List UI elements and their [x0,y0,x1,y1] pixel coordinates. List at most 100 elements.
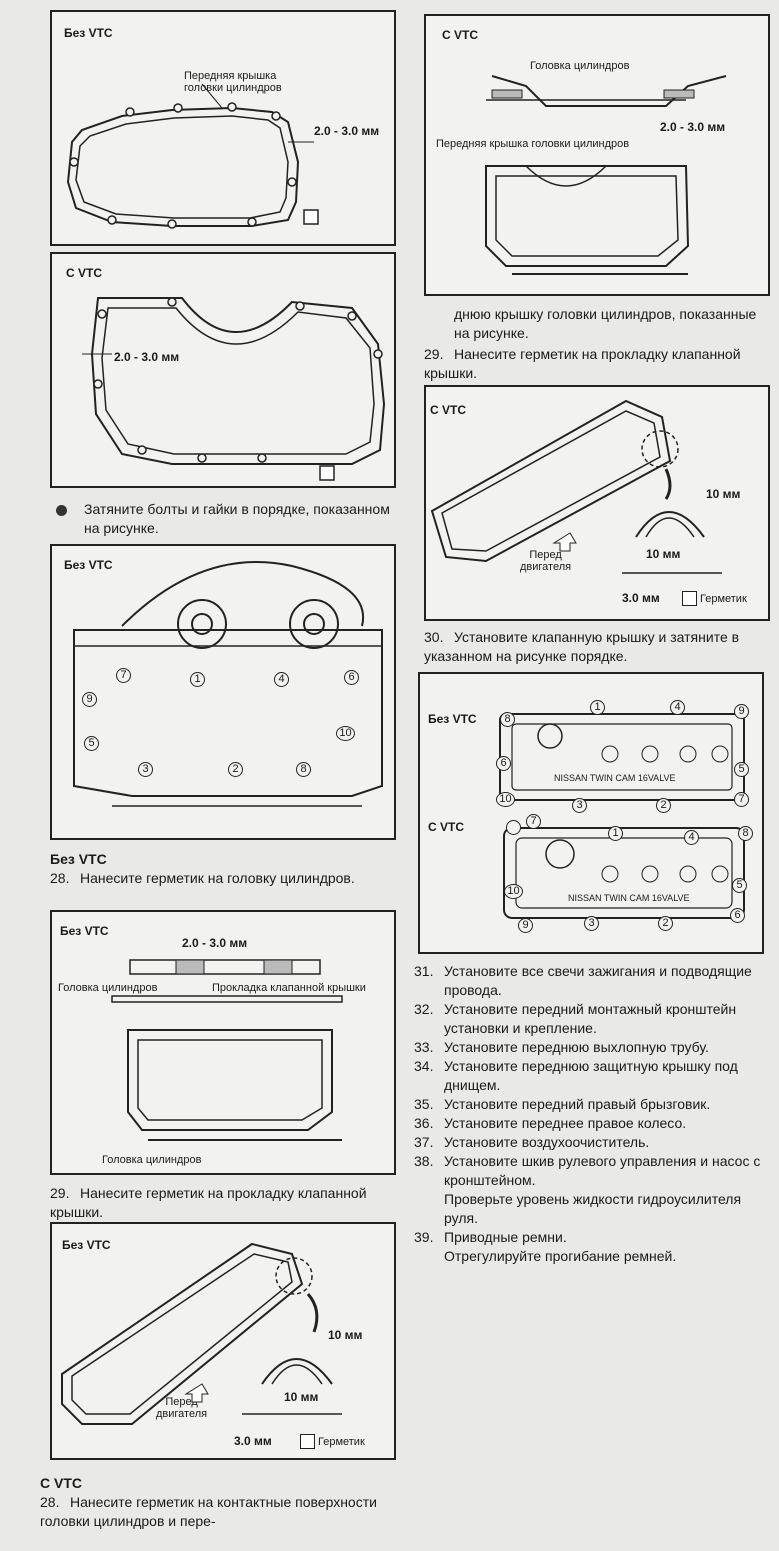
step-number: 39. [414,1229,434,1245]
step-text: Проверьте уровень жидкости гидроусилител… [444,1191,742,1226]
bolt-number: 7 [116,668,131,683]
head-section-drawing [111,959,343,1141]
front-label: Перед двигателя [520,549,572,573]
step-number: 29. [50,1185,70,1201]
step-number: 28. [40,1494,60,1510]
figure-bolt-order-no-vtc: Без VTC 7 1 4 6 9 5 10 3 2 8 [50,544,396,840]
bolt-number: 2 [656,798,671,813]
bolt-number: 2 [658,916,673,931]
valve-cover-drawing [499,713,745,919]
gasket-callout: Прокладка клапанной крышки [212,982,366,994]
gasket-drawing [61,1242,342,1425]
step-38: 38. Установите шкив рулевого управления и… [414,1152,770,1190]
step-36: 36. Установите переднее правое колесо. [414,1114,770,1133]
bolt-number: 9 [82,692,97,707]
gasket-vtc-drawing [430,399,722,574]
bolt-number: 6 [344,670,359,685]
bolt-number: 1 [190,672,205,687]
figure-valve-cover-order: Без VTC С VTC NISSAN TWIN CAM 16VALVE NI… [418,672,764,954]
brand-label-vtc: NISSAN TWIN CAM 16VALVE [568,893,690,903]
section-heading: Без VTC [50,851,107,867]
bullet-icon [56,505,67,516]
sealant-icon [682,591,697,606]
bolt-number: 10 [336,726,355,741]
step-30: 30.Установите клапанную крышку и затянит… [424,628,770,666]
step-text: Установите передний монтажный кронштейн … [444,1001,737,1036]
step-32: 32.Установите передний монтажный кронште… [414,1000,770,1038]
bolt-number: 9 [518,918,533,933]
step-text: Установите переднее правое колесо. [444,1115,687,1131]
figure-label: С VTC [442,28,478,42]
bolt-number: 7 [526,814,541,829]
bolt-number [506,820,521,835]
step-text: Установите переднюю защитную крышку под … [444,1058,738,1093]
bolt-number: 3 [584,916,599,931]
step-39: 39. Приводные ремни. [414,1228,770,1247]
figure-cover-section-vtc: С VTC Головка цилиндров 2.0 - 3.0 мм Пер… [424,14,770,296]
step-text: Установите шкив рулевого управления и на… [444,1153,761,1188]
bolt-number: 4 [274,672,289,687]
part-callout: Передняя крышка головки цилиндров [184,70,282,94]
step-number: 30. [424,629,444,645]
figure-label: Без VTC [64,26,113,40]
bolt-number: 1 [608,826,623,841]
figure-label: Без VTC [62,1238,111,1252]
bolt-number: 4 [684,830,699,845]
gap-dimension: 2.0 - 3.0 мм [182,936,248,950]
bolt-number: 7 [734,792,749,807]
step-text: Установите передний правый брызговик. [444,1096,711,1112]
bullet-instruction: Затяните болты и гайки в порядке, показа… [84,501,390,536]
figure-label-no-vtc: Без VTC [428,712,477,726]
step-number: 36. [414,1115,434,1131]
figure-label: Без VTC [64,558,113,572]
step-38-note: Проверьте уровень жидкости гидроусилител… [414,1190,770,1228]
figure-label-vtc: С VTC [428,820,464,834]
head-callout-bottom: Головка цилиндров [102,1154,202,1166]
bolt-number: 5 [734,762,749,777]
step-number: 38. [414,1153,434,1169]
dim-3mm: 3.0 мм [234,1434,272,1448]
sealant-icon [300,1434,315,1449]
step-number: 28. [50,870,70,886]
step-text: Нанесите герметик на контактные поверхно… [40,1494,377,1529]
figure-front-cover-no-vtc: Без VTC Передняя крышка головки цилиндро… [50,10,396,246]
figure-front-cover-vtc: С VTC 2.0 - 3.0 мм [50,252,396,488]
step-text: Установите клапанную крышку и затяните в… [424,629,740,664]
figure-label: С VTC [430,403,466,417]
bolt-number: 3 [572,798,587,813]
step-number: 29. [424,346,444,362]
brand-label: NISSAN TWIN CAM 16VALVE [554,773,676,783]
step-number: 37. [414,1134,434,1150]
dim-10mm-b: 10 мм [646,547,681,561]
head-callout: Головка цилиндров [530,60,630,72]
bolt-number: 6 [730,908,745,923]
step-28: 28. Нанесите герметик на головку цилиндро… [50,869,396,888]
step-text: Нанесите герметик на прокладку клапанной… [50,1185,367,1220]
bolt-number: 1 [590,700,605,715]
bolt-number: 10 [504,884,523,899]
bolt-number: 10 [496,792,515,807]
step-number: 31. [414,963,434,979]
step-number: 34. [414,1058,434,1074]
figure-label: Без VTC [60,924,109,938]
step-text: Установите все свечи зажигания и подводя… [444,963,752,998]
step-text: Нанесите герметик на головку цилиндров. [80,870,355,886]
step-35: 35. Установите передний правый брызговик. [414,1095,770,1114]
gap-dimension: 2.0 - 3.0 мм [660,120,726,134]
sealant-label: Герметик [700,593,747,605]
dim-10mm: 10 мм [328,1328,363,1342]
figure-gasket-no-vtc: Без VTC 10 мм 10 мм Перед двигателя 3.0 … [50,1222,396,1460]
step-text: Установите воздухоочиститель. [444,1134,650,1150]
section-heading: С VTC [40,1475,82,1491]
gap-dimension: 2.0 - 3.0 мм [314,124,380,138]
front-label: Перед двигателя [156,1396,208,1420]
dim-3mm: 3.0 мм [622,591,660,605]
dim-10mm-b: 10 мм [284,1390,319,1404]
bolt-number: 5 [732,878,747,893]
step-number: 35. [414,1096,434,1112]
front-cover-vtc-drawing [82,297,386,481]
bolt-number: 9 [734,704,749,719]
step-text: Нанесите герметик на прокладку клапанной… [424,346,741,381]
step-text: Приводные ремни. [444,1229,567,1245]
bolt-number: 5 [84,736,99,751]
